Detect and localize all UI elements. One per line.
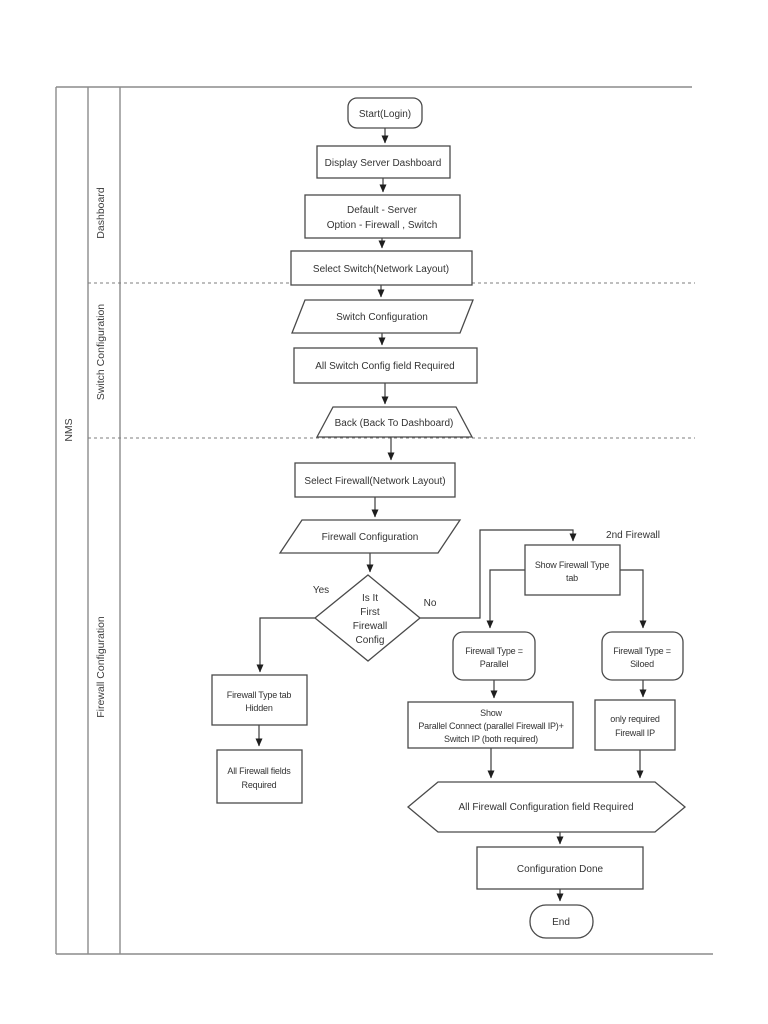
show-parallel-connect-line3: Switch IP (both required) xyxy=(444,734,538,744)
node-all-firewall-config-required: All Firewall Configuration field Require… xyxy=(406,781,687,833)
select-switch-shape xyxy=(290,250,473,286)
node-firewall-type-parallel: Firewall Type = Parallel xyxy=(452,631,536,681)
switch-fields-shape xyxy=(293,347,478,384)
node-decision-first-firewall: Is It First Firewall Config xyxy=(313,574,422,662)
lane-label-nms: NMS xyxy=(63,418,75,441)
decision-line3: Firewall xyxy=(353,621,387,632)
node-select-firewall: Select Firewall(Network Layout) xyxy=(294,462,456,498)
node-switch-fields: All Switch Config field Required xyxy=(293,347,478,384)
show-firewall-type-tab-shape xyxy=(524,544,621,596)
swimlane-frame: NMS Dashboard Switch Configuration Firew… xyxy=(55,86,713,955)
node-back-label: Back (Back To Dashboard) xyxy=(335,418,454,429)
decision-line2: First xyxy=(360,607,380,618)
node-select-firewall-label: Select Firewall(Network Layout) xyxy=(304,476,445,487)
edge-decision-yes xyxy=(256,617,315,673)
only-required-firewall-ip-line2: Firewall IP xyxy=(615,728,655,738)
node-select-switch: Select Switch(Network Layout) xyxy=(290,250,473,286)
show-firewall-type-tab-line1: Show Firewall Type xyxy=(535,560,609,570)
node-start-label: Start(Login) xyxy=(359,109,411,120)
firewall-type-parallel-line1: Firewall Type = xyxy=(465,646,523,656)
node-firewall-type-siloed: Firewall Type = Siloed xyxy=(601,631,684,681)
edge-label-no: No xyxy=(424,598,437,609)
show-parallel-connect-line2: Parallel Connect (parallel Firewall IP)+ xyxy=(418,721,563,731)
end-terminator-shape xyxy=(529,904,594,939)
select-firewall-shape xyxy=(294,462,456,498)
node-switch-fields-label: All Switch Config field Required xyxy=(315,361,455,372)
all-firewall-fields-line2: Required xyxy=(242,780,277,790)
lane-label-switch-configuration: Switch Configuration xyxy=(95,304,107,400)
node-default-option-line2: Option - Firewall , Switch xyxy=(327,220,438,231)
all-firewall-fields-shape xyxy=(216,749,303,804)
firewall-config-parallelogram xyxy=(278,519,462,554)
node-switch-config: Switch Configuration xyxy=(291,299,474,334)
node-show-parallel-connect: Show Parallel Connect (parallel Firewall… xyxy=(407,701,574,749)
display-dashboard-shape xyxy=(316,145,451,179)
only-required-firewall-ip-shape xyxy=(594,699,676,751)
node-select-switch-label: Select Switch(Network Layout) xyxy=(313,264,449,275)
firewall-type-siloed-shape xyxy=(601,631,684,681)
show-parallel-connect-shape xyxy=(407,701,574,749)
firewall-type-tab-hidden-line1: Firewall Type tab xyxy=(227,690,292,700)
decision-diamond xyxy=(313,574,422,662)
edge-label-2nd-firewall: 2nd Firewall xyxy=(606,530,660,541)
node-firewall-type-tab-hidden: Firewall Type tab Hidden xyxy=(211,674,308,726)
all-firewall-config-hexagon xyxy=(406,781,687,833)
default-option-shape xyxy=(304,194,461,239)
firewall-type-parallel-shape xyxy=(452,631,536,681)
all-firewall-fields-line1: All Firewall fields xyxy=(227,766,291,776)
back-trapezoid xyxy=(315,406,474,438)
node-switch-config-label: Switch Configuration xyxy=(336,312,428,323)
decision-line1: Is It xyxy=(362,593,378,604)
node-configuration-done: Configuration Done xyxy=(476,846,644,890)
edge-tab-to-parallel xyxy=(486,569,525,629)
node-only-required-firewall-ip: only required Firewall IP xyxy=(594,699,676,751)
node-end-label: End xyxy=(552,917,570,928)
firewall-type-siloed-line2: Siloed xyxy=(630,659,654,669)
node-display-dashboard-label: Display Server Dashboard xyxy=(325,158,442,169)
all-firewall-config-label: All Firewall Configuration field Require… xyxy=(458,802,633,813)
only-required-firewall-ip-line1: only required xyxy=(610,714,660,724)
firewall-type-tab-hidden-shape xyxy=(211,674,308,726)
configuration-done-shape xyxy=(476,846,644,890)
node-default-option-line1: Default - Server xyxy=(347,205,418,216)
edge-tab-to-siloed xyxy=(620,569,647,629)
lane-label-dashboard: Dashboard xyxy=(95,187,107,239)
flowchart-edges xyxy=(255,128,647,902)
node-start: Start(Login) xyxy=(347,97,423,129)
node-back: Back (Back To Dashboard) xyxy=(315,406,474,438)
show-parallel-connect-line1: Show xyxy=(480,708,502,718)
edge-decision-no xyxy=(420,529,577,619)
node-show-firewall-type-tab: Show Firewall Type tab xyxy=(524,544,621,596)
node-display-dashboard: Display Server Dashboard xyxy=(316,145,451,179)
node-firewall-config-label: Firewall Configuration xyxy=(322,532,419,543)
lane-label-firewall-configuration: Firewall Configuration xyxy=(95,616,107,718)
edge-label-yes: Yes xyxy=(313,585,329,596)
decision-line4: Config xyxy=(356,635,385,646)
firewall-type-siloed-line1: Firewall Type = xyxy=(613,646,671,656)
start-terminator-shape xyxy=(347,97,423,129)
node-all-firewall-fields: All Firewall fields Required xyxy=(216,749,303,804)
flowchart-nodes: Start(Login) Display Server Dashboard De… xyxy=(211,97,687,939)
node-default-option: Default - Server Option - Firewall , Swi… xyxy=(304,194,461,239)
show-firewall-type-tab-line2: tab xyxy=(566,573,578,583)
firewall-type-tab-hidden-line2: Hidden xyxy=(245,703,273,713)
node-firewall-config: Firewall Configuration xyxy=(278,519,462,554)
node-end: End xyxy=(529,904,594,939)
firewall-type-parallel-line2: Parallel xyxy=(480,659,509,669)
configuration-done-label: Configuration Done xyxy=(517,864,604,875)
switch-config-parallelogram xyxy=(291,299,474,334)
